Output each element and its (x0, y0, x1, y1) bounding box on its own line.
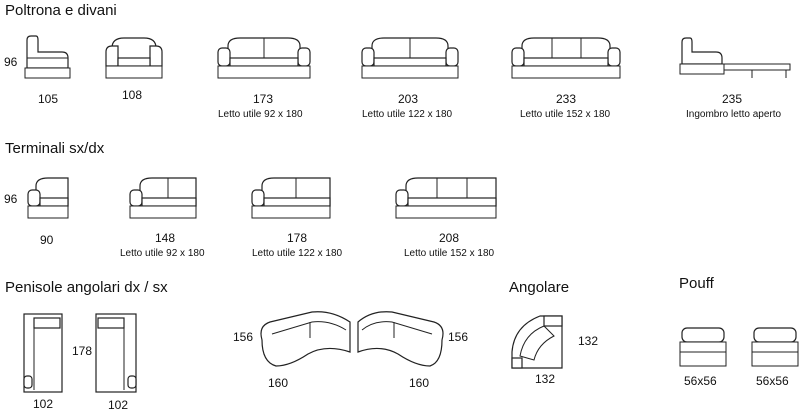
curved-sofa-right-drawing (357, 311, 444, 367)
terminal-90-drawing (27, 177, 69, 219)
section-title-pouff: Pouff (679, 275, 714, 292)
armchair-front-drawing (105, 37, 163, 79)
sofa-173-drawing (217, 37, 311, 79)
bed-open-note: Ingombro letto aperto (686, 109, 782, 120)
width-label-90: 90 (40, 233, 54, 247)
sofa-bed-open-drawing (679, 37, 791, 78)
sofa-233-drawing (511, 37, 621, 79)
width-label-235: 235 (722, 92, 743, 106)
width-label-108: 108 (122, 88, 143, 102)
curved-sofa-left-drawing (260, 311, 351, 367)
bed-note-152: Letto utile 152 x 180 (520, 109, 611, 120)
section-title-penisole: Penisole angolari dx / sx (5, 279, 168, 296)
curved-right-width-label: 160 (409, 376, 430, 390)
terminal-bed-note-122: Letto utile 122 x 180 (252, 248, 343, 259)
angolare-width-label: 132 (535, 372, 556, 386)
pouff-2-drawing (751, 327, 799, 367)
terminal-208-drawing (395, 177, 497, 219)
width-label-105: 105 (38, 92, 59, 106)
bed-note-122: Letto utile 122 x 180 (362, 109, 453, 120)
angolare-drawing (511, 315, 563, 369)
curved-left-side-label: 156 (233, 330, 254, 344)
width-label-148: 148 (155, 231, 176, 245)
pouff-2-dims-label: 56x56 (756, 374, 789, 388)
penisola-left-drawing (23, 313, 63, 393)
section-title-poltrona: Poltrona e divani (5, 2, 117, 19)
penisola-right-drawing (95, 313, 137, 393)
bed-note-92: Letto utile 92 x 180 (218, 109, 303, 120)
terminal-bed-note-152: Letto utile 152 x 180 (404, 248, 495, 259)
width-label-233: 233 (556, 92, 577, 106)
pouff-1-dims-label: 56x56 (684, 374, 717, 388)
angolare-side-label: 132 (578, 334, 599, 348)
width-label-203: 203 (398, 92, 419, 106)
height-label-row2: 96 (4, 192, 18, 206)
armchair-side-drawing (24, 35, 71, 79)
sofa-203-drawing (361, 37, 459, 79)
section-title-angolare: Angolare (509, 279, 570, 296)
penisola-right-width-label: 102 (108, 398, 129, 412)
pouff-1-drawing (679, 327, 727, 367)
curved-right-side-label: 156 (448, 330, 469, 344)
terminal-bed-note-92: Letto utile 92 x 180 (120, 248, 205, 259)
terminal-148-drawing (129, 177, 197, 219)
penisola-depth-label: 178 (72, 344, 93, 358)
curved-left-width-label: 160 (268, 376, 289, 390)
terminal-178-drawing (251, 177, 331, 219)
width-label-178: 178 (287, 231, 308, 245)
height-label-row1: 96 (4, 55, 18, 69)
width-label-173: 173 (253, 92, 274, 106)
width-label-208: 208 (439, 231, 460, 245)
section-title-terminali: Terminali sx/dx (5, 140, 105, 157)
penisola-left-width-label: 102 (33, 397, 54, 411)
